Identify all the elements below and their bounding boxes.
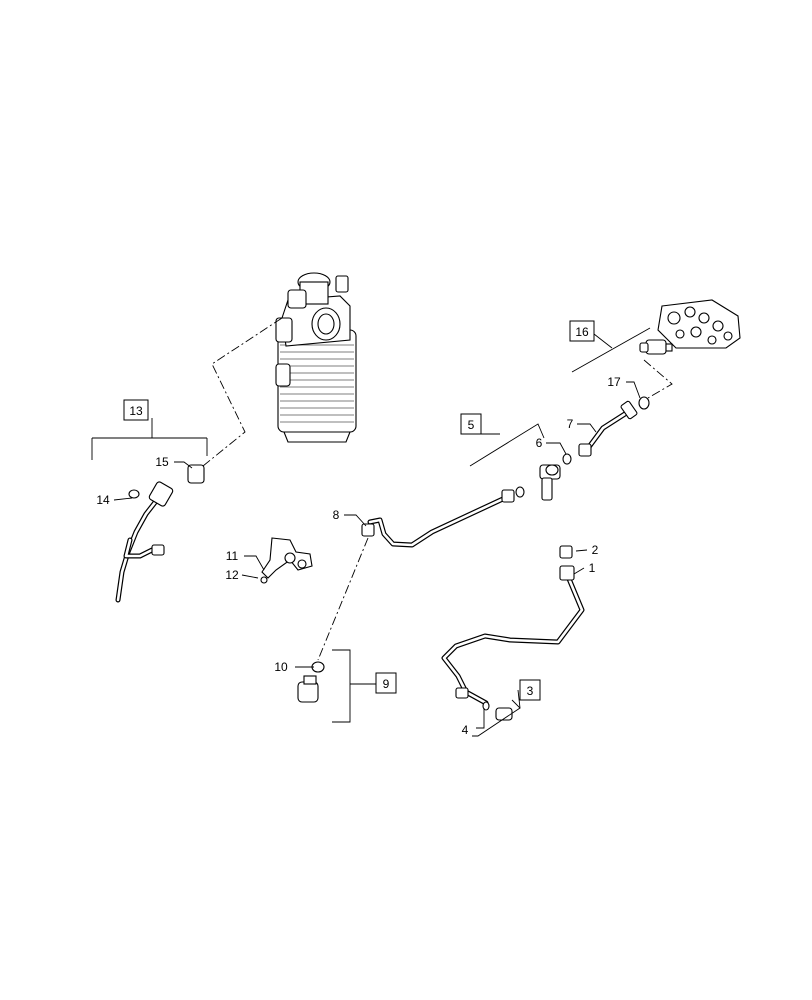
tube-7 <box>578 400 638 457</box>
callout-2: 2 <box>592 543 599 557</box>
callout-10: 10 <box>274 660 288 674</box>
bracket-11 <box>260 537 313 584</box>
kit-brackets <box>91 327 651 737</box>
plug-3 <box>482 701 513 721</box>
o-ring-17 <box>638 396 650 410</box>
elbow-fitting <box>539 464 561 501</box>
callout-box-9 <box>375 672 397 694</box>
hose-assembly-13 <box>115 464 205 603</box>
callout-12: 12 <box>225 568 239 582</box>
pipe-1 <box>441 565 585 706</box>
callout-15: 15 <box>155 455 169 469</box>
callout-box-16 <box>569 320 595 342</box>
callout-box-13 <box>123 399 149 421</box>
o-ring-6 <box>562 453 572 465</box>
filter-housing <box>275 272 357 443</box>
callout-3: 3 <box>527 684 534 698</box>
callout-13: 13 <box>129 404 143 418</box>
callout-14: 14 <box>96 493 110 507</box>
callout-6: 6 <box>536 436 543 450</box>
control-valve-block <box>657 299 741 349</box>
callout-8: 8 <box>333 508 340 522</box>
callout-17: 17 <box>607 375 621 389</box>
callout-5: 5 <box>468 418 475 432</box>
leader-lines <box>113 381 641 729</box>
fitting-16 <box>639 339 673 355</box>
callout-4: 4 <box>462 723 469 737</box>
callout-box-5 <box>460 413 482 435</box>
callout-box-3 <box>519 679 541 701</box>
callout-1: 1 <box>589 561 596 575</box>
callout-9: 9 <box>383 677 390 691</box>
fitting-2 <box>559 545 573 559</box>
callout-11: 11 <box>226 549 239 563</box>
callout-16: 16 <box>575 325 589 339</box>
hose-8 <box>361 486 525 548</box>
assembly-lines <box>202 317 673 661</box>
callout-7: 7 <box>567 417 574 431</box>
fitting-9 <box>297 675 319 703</box>
